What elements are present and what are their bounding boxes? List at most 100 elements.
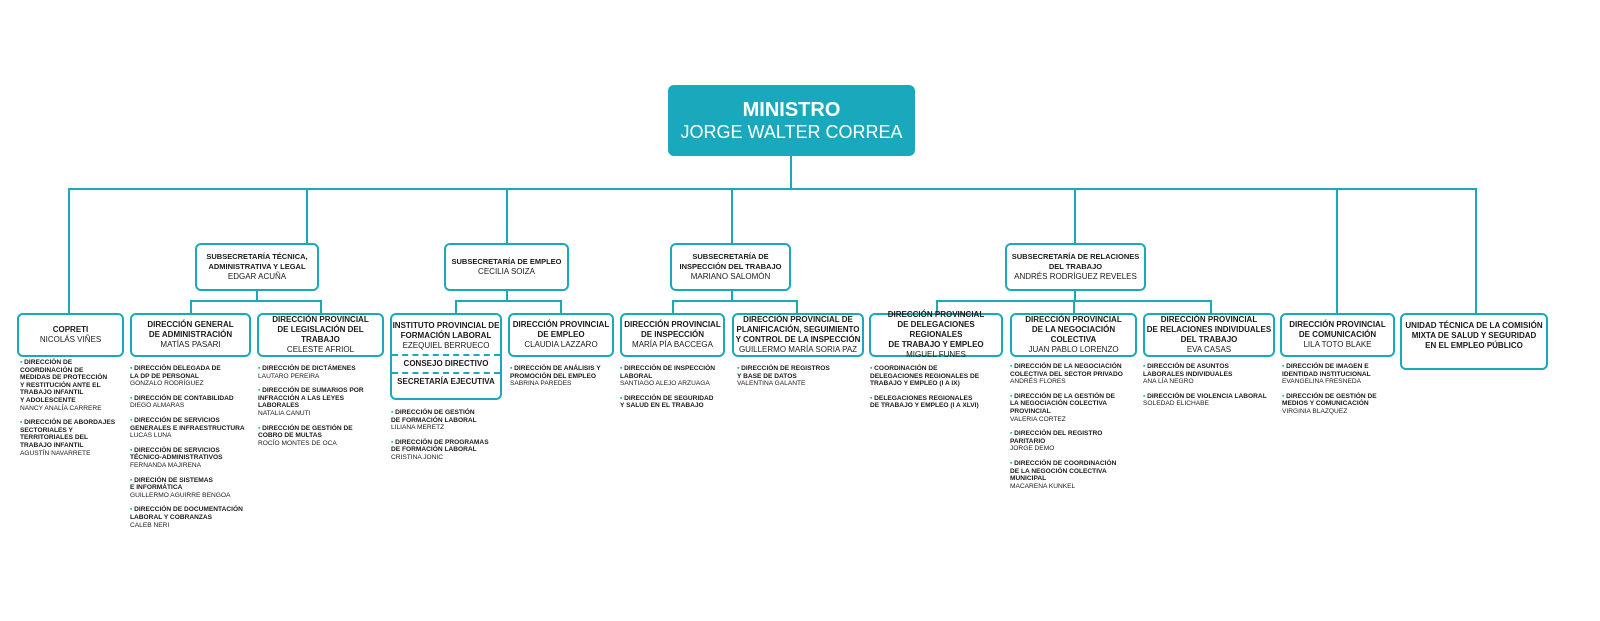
item-title: DIRECIÓN DE SISTEMAS E INFORMÁTICA	[130, 477, 255, 492]
item-title: DIRECCIÓN DE DICTÁMENES	[258, 365, 386, 373]
box-name: CLAUDIA LAZZARO	[524, 340, 598, 349]
box-title: DIRECCIÓN PROVINCIAL DE RELACIONES INDIV…	[1146, 315, 1272, 344]
minister-name: JORGE WALTER CORREA	[680, 121, 903, 142]
box-title: SUBSECRETARÍA DE INSPECCIÓN DEL TRABAJO	[679, 252, 782, 271]
item-title: DIRECCIÓN DE ASUNTOS LABORALES INDIVIDUA…	[1143, 363, 1278, 378]
connector	[1210, 300, 1212, 314]
box-title: UNIDAD TÉCNICA DE LA COMISIÓN MIXTA DE S…	[1405, 321, 1543, 350]
list-item: DIRECCIÓN DE LA NEGOCIACIÓN COLECTIVA DE…	[1010, 363, 1140, 386]
sub-list: DIRECCIÓN DE INSPECCIÓN LABORALSANTIAGO …	[620, 365, 732, 417]
minister-title: MINISTRO	[742, 98, 841, 121]
consejo-directivo: CONSEJO DIRECTIVO	[392, 354, 500, 372]
list-item: DIRECCIÓN DE GESTIÓN DE MEDIOS Y COMUNIC…	[1282, 393, 1397, 416]
item-title: DIRECCIÓN DELEGADA DE LA DP DE PERSONAL	[130, 365, 255, 380]
item-title: DIRECCIÓN DE DOCUMENTACIÓN LABORAL Y COB…	[130, 506, 255, 521]
connector	[731, 188, 733, 244]
sub-list: COORDINACIÓN DE DELEGACIONES REGIONALES …	[870, 365, 1000, 417]
list-item: DIRECCIÓN DE INSPECCIÓN LABORALSANTIAGO …	[620, 365, 732, 388]
box-title: DIRECCIÓN PROVINCIAL DE LA NEGOCIACIÓN C…	[1025, 315, 1122, 344]
connector	[190, 300, 322, 302]
connector	[796, 300, 798, 314]
direccion-box: DIRECCIÓN PROVINCIAL DE COMUNICACIÓN LIL…	[1280, 313, 1395, 357]
list-item: DIRECCIÓN DE IMAGEN E IDENTIDAD INSTITUC…	[1282, 363, 1397, 386]
box-name: ANDRÉS RODRÍGUEZ REVELES	[1014, 272, 1137, 281]
connector	[1073, 300, 1075, 314]
item-title: DIRECCIÓN DE COORDINACIÓN DE MEDIDAS DE …	[20, 359, 130, 405]
box-title: SUBSECRETARÍA DE EMPLEO	[451, 257, 562, 266]
sub-list: DIRECCIÓN DE REGISTROS Y BASE DE DATOSVA…	[737, 365, 857, 395]
box-title: DIRECCIÓN PROVINCIAL DE EMPLEO	[512, 320, 610, 339]
item-title: DELEGACIONES REGIONALES DE TRABAJO Y EMP…	[870, 395, 1000, 410]
item-name: VIRGINIA BLAZQUEZ	[1282, 407, 1348, 415]
item-title: DIRECCIÓN DEL REGISTRO PARITARIO	[1010, 430, 1140, 445]
list-item: DIRECCIÓN DELEGADA DE LA DP DE PERSONALG…	[130, 365, 255, 388]
box-name: MATÍAS PASARI	[160, 340, 221, 349]
list-item: COORDINACIÓN DE DELEGACIONES REGIONALES …	[870, 365, 1000, 388]
box-title: SUBSECRETARÍA TÉCNICA, ADMINISTRATIVA Y …	[206, 252, 308, 271]
item-name: SANTIAGO ALEJO ARZUAGA	[620, 380, 710, 388]
item-name: MACARENA KUNKEL	[1010, 482, 1076, 490]
item-title: DIRECCIÓN DE VIOLENCIA LABORAL	[1143, 393, 1278, 401]
list-item: DIRECCIÓN DE SUMARIOS POR INFRACCIÓN A L…	[258, 387, 386, 417]
box-title: INSTITUTO PROVINCIAL DE FORMACIÓN LABORA…	[392, 321, 500, 340]
box-title: DIRECCIÓN GENERAL DE ADMINISTRACIÓN	[147, 320, 234, 339]
subsecretaria-box: SUBSECRETARÍA DE INSPECCIÓN DEL TRABAJO …	[670, 243, 791, 291]
box-title: DIRECCIÓN PROVINCIAL DE COMUNICACIÓN	[1289, 320, 1386, 339]
sub-list: DIRECCIÓN DE LA NEGOCIACIÓN COLECTIVA DE…	[1010, 363, 1140, 497]
list-item: DIRECCIÓN DE GESTIÓN DE FORMACIÓN LABORA…	[391, 409, 506, 432]
box-title: COPRETI	[52, 325, 89, 334]
sub-list: DIRECCIÓN DE IMAGEN E IDENTIDAD INSTITUC…	[1282, 363, 1397, 423]
connector	[731, 290, 733, 301]
list-item: DIRECCIÓN DE ASUNTOS LABORALES INDIVIDUA…	[1143, 363, 1278, 386]
direccion-box: DIRECCIÓN PROVINCIAL DE DELEGACIONES REG…	[869, 310, 1003, 359]
instituto-box: INSTITUTO PROVINCIAL DE FORMACIÓN LABORA…	[390, 313, 502, 400]
sub-list: DIRECCIÓN DE GESTIÓN DE FORMACIÓN LABORA…	[391, 409, 506, 469]
box-name: LILA TOTO BLAKE	[1303, 340, 1372, 349]
box-name: EDGAR ACUÑA	[227, 272, 287, 281]
item-name: CRISTINA JONIC	[391, 453, 444, 461]
item-name: FERNANDA MAJIRENA	[130, 461, 202, 469]
sub-list: DIRECCIÓN DELEGADA DE LA DP DE PERSONALG…	[130, 365, 255, 536]
connector	[190, 300, 192, 314]
direccion-box: DIRECCIÓN PROVINCIAL DE INSPECCIÓN MARÍA…	[620, 313, 725, 357]
item-name: GUILLERMO AGUIRRE BENGOA	[130, 491, 231, 499]
connector	[1074, 290, 1076, 301]
item-title: DIRECCIÓN DE SEGURIDAD Y SALUD EN EL TRA…	[620, 395, 732, 410]
item-name: SOLEDAD ELICHABE	[1143, 400, 1209, 408]
item-name: NANCY ANALÍA CARRERE	[20, 404, 102, 412]
item-title: DIRECCIÓN DE IMAGEN E IDENTIDAD INSTITUC…	[1282, 363, 1397, 378]
list-item: DIRECCIÓN DE REGISTROS Y BASE DE DATOSVA…	[737, 365, 857, 388]
item-name: NATALIA CANUTI	[258, 409, 311, 417]
box-title: SUBSECRETARÍA DE RELACIONES DEL TRABAJO	[1011, 252, 1140, 271]
sub-list: DIRECCIÓN DE ANÁLISIS Y PROMOCIÓN DEL EM…	[510, 365, 620, 395]
box-title: DIRECCIÓN PROVINCIAL DE INSPECCIÓN	[624, 320, 721, 339]
item-name: GONZALO RODRÍGUEZ	[130, 380, 204, 388]
list-item: DIRECCIÓN DE DOCUMENTACIÓN LABORAL Y COB…	[130, 506, 255, 529]
list-item: DIRECCIÓN DE SEGURIDAD Y SALUD EN EL TRA…	[620, 395, 732, 410]
box-name: EVA CASAS	[1186, 345, 1232, 354]
box-title: DIRECCIÓN PROVINCIAL DE LEGISLACIÓN DEL …	[272, 315, 369, 344]
item-title: COORDINACIÓN DE DELEGACIONES REGIONALES …	[870, 365, 1000, 388]
item-name: EVANGELINA FRESNEDA	[1282, 378, 1362, 386]
connector	[790, 155, 792, 190]
list-item: DELEGACIONES REGIONALES DE TRABAJO Y EMP…	[870, 395, 1000, 410]
item-title: DIRECCIÓN DE LA GESTIÓN DE LA NEGOCIACIÓ…	[1010, 393, 1140, 416]
item-title: DIRECCIÓN DE REGISTROS Y BASE DE DATOS	[737, 365, 857, 380]
list-item: DIRECCIÓN DE COORDINACIÓN DE MEDIDAS DE …	[20, 359, 130, 412]
connector	[1475, 188, 1477, 314]
item-name: JORGE DEMO	[1010, 445, 1055, 453]
connector	[936, 300, 938, 314]
connector	[68, 188, 70, 314]
direccion-box: DIRECCIÓN PROVINCIAL DE PLANIFICACIÓN, S…	[732, 313, 864, 357]
item-title: DIRECCIÓN DE LA NEGOCIACIÓN COLECTIVA DE…	[1010, 363, 1140, 378]
connector	[672, 300, 674, 314]
sub-list: DIRECCIÓN DE ASUNTOS LABORALES INDIVIDUA…	[1143, 363, 1278, 415]
list-item: DIRECCIÓN DE SERVICIOS GENERALES E INFRA…	[130, 417, 255, 440]
item-name: ANDRÉS FLORES	[1010, 378, 1066, 386]
box-name: NICOLÁS VIÑES	[39, 335, 102, 344]
item-name: SABRINA PAREDES	[510, 380, 572, 388]
connector	[506, 290, 508, 301]
